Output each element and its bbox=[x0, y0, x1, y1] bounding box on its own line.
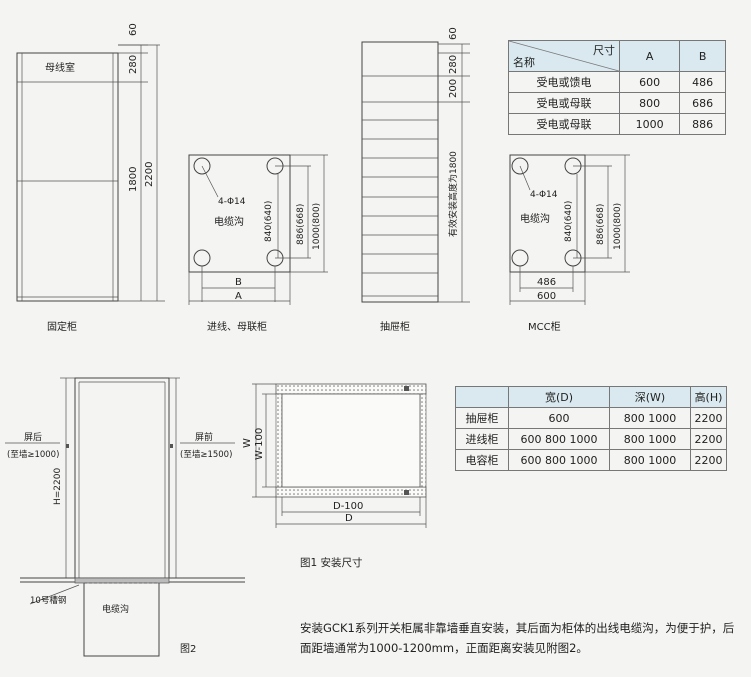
height-2200-label: H=2200 bbox=[53, 468, 63, 505]
row-b: 486 bbox=[679, 71, 726, 93]
fixed-cabinet-caption: 固定柜 bbox=[47, 320, 77, 333]
row-name: 进线柜 bbox=[455, 428, 509, 450]
dim-W-100: W-100 bbox=[254, 428, 265, 460]
front-distance-label: (至墙≥1500) bbox=[180, 449, 232, 460]
dimension-table-dwh: 宽(D) 深(W) 高(H) 抽屉柜 600 800 1000 2200 进线柜… bbox=[455, 386, 727, 471]
effective-height-label: 有效安装高度为1800 bbox=[447, 151, 459, 237]
installation-note: 安装GCK1系列开关柜属非靠墙垂直安装，其后面为柜体的出线电缆沟，为便于护，后面… bbox=[300, 621, 735, 655]
cable-trench-label: 电缆沟 bbox=[214, 215, 244, 228]
mount-hole bbox=[193, 157, 211, 175]
dim-1000-mcc: 1000(800) bbox=[613, 203, 623, 250]
dim-486: 486 bbox=[537, 277, 556, 288]
dim-D-100: D-100 bbox=[333, 501, 363, 512]
row-a: 1000 bbox=[618, 113, 681, 135]
drawer-cabinet-elevation: 60 280 200 有效安装高度为1800 抽屉柜 bbox=[361, 27, 470, 333]
row-d: 600 800 1000 bbox=[508, 428, 610, 450]
row-h: 2200 bbox=[690, 449, 727, 471]
hole-spec-label: 4-Φ14 bbox=[218, 197, 246, 207]
row-h: 2200 bbox=[690, 407, 727, 429]
row-d: 600 800 1000 bbox=[508, 449, 610, 471]
row-b: 686 bbox=[679, 92, 726, 114]
diagonal-header-cell: 尺寸 名称 bbox=[508, 40, 620, 72]
plan-view-WD: W W-100 D-100 D bbox=[242, 383, 427, 528]
channel-steel-label: 10号槽钢 bbox=[30, 595, 66, 606]
dim-60-fixed: 60 bbox=[128, 23, 139, 36]
header-empty bbox=[455, 386, 509, 408]
row-name: 受电或母联 bbox=[508, 92, 620, 114]
header-b: B bbox=[679, 40, 726, 72]
dim-A: A bbox=[235, 291, 242, 302]
table-row: 受电或母联 800 686 bbox=[508, 92, 726, 114]
header-name: 名称 bbox=[513, 56, 535, 69]
front-label: 屏前 bbox=[195, 431, 213, 443]
figure2-side-view: H=2200 屏后 (至墙≥1000) 屏前 (至墙≥1500) 10号槽钢 电… bbox=[5, 377, 245, 657]
dim-60-drawer: 60 bbox=[448, 27, 459, 40]
header-a: A bbox=[618, 40, 681, 72]
mount-hole bbox=[511, 249, 529, 267]
row-name: 抽屉柜 bbox=[455, 407, 509, 429]
figure2-caption: 图2 bbox=[180, 643, 196, 655]
trench-label-fig2: 电缆沟 bbox=[102, 603, 129, 615]
incoming-cabinet-caption: 进线、母联柜 bbox=[207, 320, 267, 333]
dim-2200-fixed: 2200 bbox=[144, 162, 155, 187]
dim-B: B bbox=[235, 277, 242, 288]
dim-W: W bbox=[242, 438, 253, 448]
dim-840-mcc: 840(640) bbox=[564, 201, 574, 242]
mcc-cabinet-caption: MCC柜 bbox=[528, 320, 561, 333]
row-w: 800 1000 bbox=[609, 449, 691, 471]
dim-886: 886(668) bbox=[296, 204, 306, 245]
dim-1800-fixed: 1800 bbox=[128, 167, 139, 192]
header-width: 宽(D) bbox=[508, 386, 610, 408]
table-row: 电容柜 600 800 1000 800 1000 2200 bbox=[455, 449, 727, 471]
busbar-room-label: 母线室 bbox=[45, 61, 75, 74]
dim-280-fixed: 280 bbox=[128, 55, 139, 74]
fixed-cabinet-elevation: 母线室 60 280 1800 2200 固定柜 bbox=[16, 23, 165, 333]
drawer-cabinet-caption: 抽屉柜 bbox=[380, 320, 410, 333]
row-a: 600 bbox=[618, 71, 681, 93]
row-a: 800 bbox=[618, 92, 681, 114]
rear-label: 屏后 bbox=[24, 432, 42, 443]
table-row: 进线柜 600 800 1000 800 1000 2200 bbox=[455, 428, 727, 450]
fixed-cabinet-outer bbox=[16, 52, 119, 302]
row-h: 2200 bbox=[690, 428, 727, 450]
row-w: 800 1000 bbox=[609, 428, 691, 450]
dim-840: 840(640) bbox=[264, 201, 274, 242]
row-name: 受电或馈电 bbox=[508, 71, 620, 93]
incoming-cabinet-plan: 4-Φ14 电缆沟 840(640) 886(668) 1000(800) B … bbox=[188, 154, 328, 333]
row-name: 受电或母联 bbox=[508, 113, 620, 135]
dim-600: 600 bbox=[537, 291, 556, 302]
dim-886-mcc: 886(668) bbox=[596, 204, 606, 245]
cable-trench-label: 电缆沟 bbox=[520, 212, 550, 225]
table-row: 抽屉柜 600 800 1000 2200 bbox=[455, 407, 727, 429]
row-name: 电容柜 bbox=[455, 449, 509, 471]
header-size: 尺寸 bbox=[593, 44, 615, 57]
header-height: 高(H) bbox=[690, 386, 727, 408]
hole-spec-label: 4-Φ14 bbox=[530, 190, 558, 200]
dim-D: D bbox=[345, 513, 353, 524]
header-depth: 深(W) bbox=[609, 386, 691, 408]
mcc-cabinet-plan: 4-Φ14 电缆沟 840(640) 886(668) 1000(800) 48… bbox=[509, 154, 630, 333]
mount-hole bbox=[511, 157, 529, 175]
rear-distance-label: (至墙≥1000) bbox=[7, 449, 59, 460]
table-row: 受电或母联 1000 886 bbox=[508, 113, 726, 135]
row-d: 600 bbox=[508, 407, 610, 429]
mount-hole bbox=[193, 249, 211, 267]
dim-1000: 1000(800) bbox=[312, 203, 322, 250]
dimension-table-ab: 尺寸 名称 A B 受电或馈电 600 486 受电或母联 800 686 受电… bbox=[508, 40, 726, 135]
dim-280-drawer: 280 bbox=[448, 55, 459, 74]
figure1-caption: 图1 安装尺寸 bbox=[300, 556, 363, 569]
table-row: 受电或馈电 600 486 bbox=[508, 71, 726, 93]
row-b: 886 bbox=[679, 113, 726, 135]
row-w: 800 1000 bbox=[609, 407, 691, 429]
dim-200-drawer: 200 bbox=[448, 79, 459, 98]
